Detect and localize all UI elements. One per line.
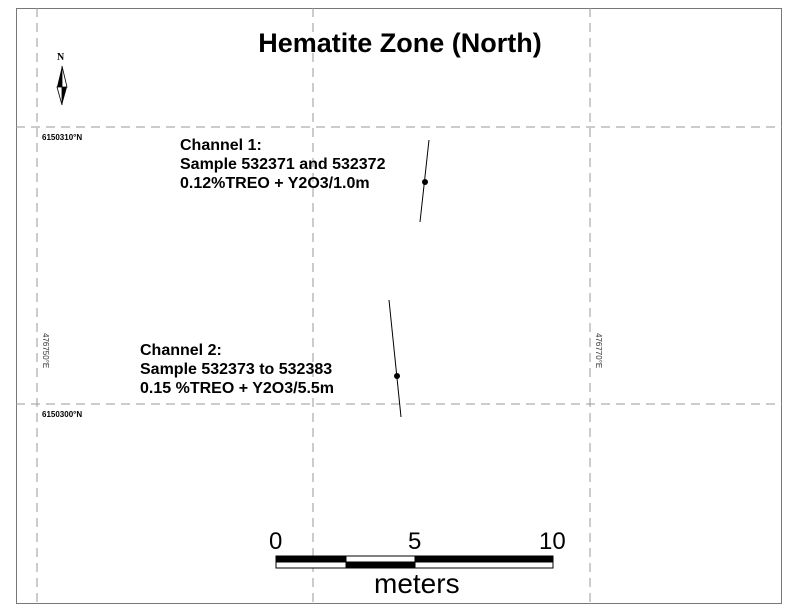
channel-2-trace (388, 299, 402, 418)
scale-tick-10: 10 (539, 528, 566, 555)
channel-2-samples: Sample 532373 to 532383 (140, 361, 333, 378)
channel-1-samples: Sample 532371 and 532372 (180, 156, 386, 173)
channel-1-sample-point (422, 179, 428, 185)
channel-2-grade: 0.15 %TREO + Y2O3/5.5m (140, 380, 335, 397)
scale-tick-0: 0 (269, 528, 283, 555)
channel-1-trace (419, 139, 430, 223)
channel-1-label: Channel 1: Sample 532371 and 532372 0.12… (180, 136, 385, 193)
northing-label-bottom: 6150300°N (42, 410, 83, 419)
scale-units: meters (374, 568, 460, 599)
north-arrow-label: N (57, 52, 65, 63)
northing-label-top: 6150310°N (42, 133, 83, 142)
scale-tick-5: 5 (408, 528, 422, 555)
map-frame (16, 8, 782, 604)
scale-bar (275, 555, 554, 569)
channel-2-title: Channel 2: (140, 342, 222, 359)
easting-label-left: 476750°E (41, 333, 50, 369)
channel-2-label: Channel 2: Sample 532373 to 532383 0.15 … (140, 341, 334, 398)
easting-label-right: 476770°E (594, 333, 603, 369)
channel-2-sample-point (394, 373, 400, 379)
channel-1-grade: 0.12%TREO + Y2O3/1.0m (180, 175, 370, 192)
north-arrow-icon (56, 65, 68, 106)
map-title: Hematite Zone (North) (258, 28, 542, 58)
channel-1-title: Channel 1: (180, 137, 262, 154)
